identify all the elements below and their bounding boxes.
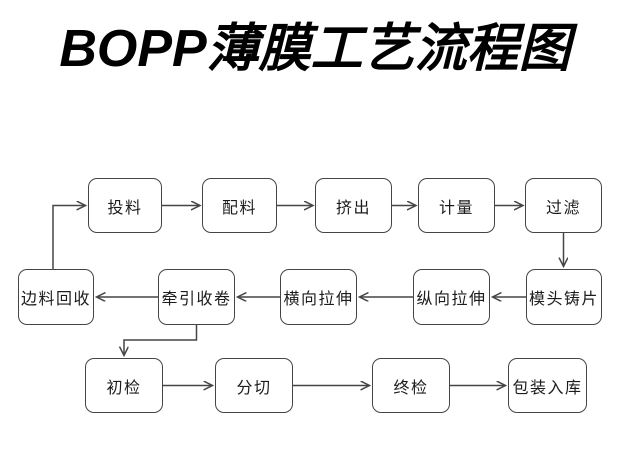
flow-node-baozhuang: 包装入库 xyxy=(508,358,587,413)
flow-node-guolv: 过滤 xyxy=(525,178,602,233)
flow-node-motou: 模头铸片 xyxy=(526,269,602,325)
flow-edge-bianliao-touliao xyxy=(52,206,86,269)
flow-node-label: 牵引收卷 xyxy=(161,291,232,308)
flow-node-zongxiang: 纵向拉伸 xyxy=(413,269,490,325)
flow-node-label: 边料回收 xyxy=(20,291,91,308)
flow-node-label: 过滤 xyxy=(545,199,581,217)
flow-edge-qianyin-chujian xyxy=(124,325,198,356)
flow-node-jichu: 挤出 xyxy=(315,178,392,233)
flow-node-label: 计量 xyxy=(438,199,474,217)
flow-node-peiliao: 配料 xyxy=(202,178,277,233)
flow-node-label: 挤出 xyxy=(335,199,371,217)
flow-node-jiliang: 计量 xyxy=(418,178,495,233)
flow-node-label: 横向拉伸 xyxy=(283,291,354,308)
flow-node-hengxiang: 横向拉伸 xyxy=(280,269,357,325)
page-title: BOPP薄膜工艺流程图 xyxy=(59,20,571,78)
flow-node-label: 配料 xyxy=(221,199,257,217)
flow-node-label: 分切 xyxy=(236,379,272,397)
flow-node-label: 包装入库 xyxy=(512,379,583,397)
flow-node-label: 纵向拉伸 xyxy=(416,291,487,308)
flow-node-bianliao: 边料回收 xyxy=(18,269,94,325)
flow-node-zhongjian: 终检 xyxy=(372,358,450,413)
flow-node-label: 终检 xyxy=(393,379,429,397)
flow-node-label: 投料 xyxy=(107,199,143,217)
flow-node-label: 初检 xyxy=(106,379,142,397)
flow-node-label: 模头铸片 xyxy=(528,291,599,308)
flow-node-qianyin: 牵引收卷 xyxy=(158,269,235,325)
flow-node-touliao: 投料 xyxy=(88,178,162,233)
flow-node-fenqie: 分切 xyxy=(215,358,293,413)
flow-node-chujian: 初检 xyxy=(85,358,163,413)
